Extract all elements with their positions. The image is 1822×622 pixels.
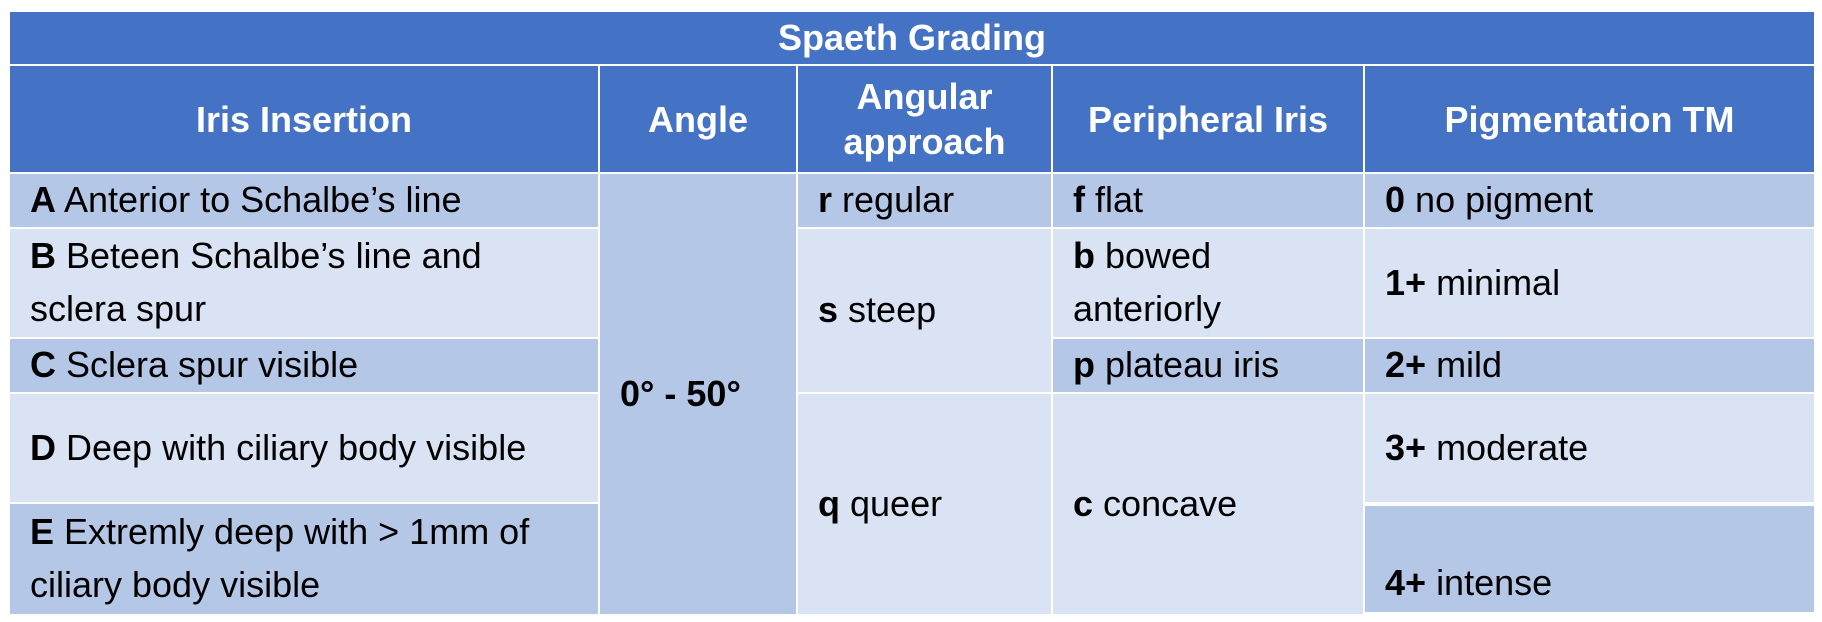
grade-code: r — [818, 179, 833, 221]
iris-insertion-e: E Extremly deep with > 1mm of ciliary bo… — [8, 502, 600, 616]
grade-text: plateau iris — [1105, 344, 1280, 386]
grade-code: p — [1073, 344, 1095, 386]
iris-insertion-a: A Anterior to Schalbe’s line — [8, 172, 600, 229]
grade-code: f — [1073, 179, 1085, 221]
grade-text: concave — [1103, 482, 1238, 524]
iris-insertion-c: C Sclera spur visible — [8, 337, 600, 394]
grade-text: moderate — [1436, 426, 1589, 468]
grade-code: 1+ — [1385, 261, 1427, 303]
pigmentation-3: 3+ moderate — [1362, 392, 1817, 504]
pigmentation-1: 1+ minimal — [1362, 227, 1817, 339]
spaeth-grading-table: Spaeth Grading Iris Insertion Angle Angu… — [7, 10, 1817, 616]
angular-approach-s: s steep — [796, 227, 1053, 394]
iris-insertion-b: B Beteen Schalbe’s line and sclera spur — [8, 227, 600, 339]
grade-text: regular — [842, 179, 955, 221]
table-row: A Anterior to Schalbe’s line 0° - 50° r … — [8, 172, 1817, 616]
angle-value: 0° - 50° — [620, 372, 741, 414]
header-iris-insertion: Iris Insertion — [8, 64, 600, 174]
grade-text: queer — [850, 482, 943, 524]
grade-code: D — [30, 426, 56, 468]
grade-text: Sclera spur visible — [66, 344, 359, 386]
grade-text: minimal — [1436, 261, 1561, 303]
grade-code: 3+ — [1385, 426, 1427, 468]
grade-text: no pigment — [1415, 179, 1594, 221]
grade-text: intense — [1436, 562, 1553, 604]
pigmentation-2: 2+ mild — [1362, 337, 1817, 394]
pigmentation-gap — [1362, 502, 1817, 506]
pigmentation-0: 0 no pigment — [1362, 172, 1817, 229]
table-row: E Extremly deep with > 1mm of ciliary bo… — [8, 502, 1817, 616]
title-row: Spaeth Grading — [7, 10, 1817, 66]
grade-code: c — [1073, 482, 1094, 524]
angle-value-cell: 0° - 50° — [598, 172, 798, 616]
header-angle: Angle — [598, 64, 798, 174]
table-title: Spaeth Grading — [7, 10, 1817, 66]
grade-code: A — [30, 179, 56, 221]
grade-code: B — [30, 235, 56, 277]
peripheral-iris-b: b bowed anteriorly — [1051, 227, 1365, 339]
grade-code: 4+ — [1385, 562, 1427, 604]
header-row: Iris Insertion Angle Angular approach Pe… — [8, 64, 1817, 174]
table-row — [9, 612, 1817, 616]
pigmentation-4: 4+ intense — [1362, 504, 1817, 614]
grade-text: Anterior to Schalbe’s line — [64, 179, 462, 221]
grade-code: 0 — [1385, 179, 1406, 221]
table-row: 4+ intense — [9, 504, 1817, 614]
angular-approach-r: r regular — [796, 172, 1053, 229]
grade-text: Beteen Schalbe’s line and sclera spur — [30, 235, 482, 329]
grade-text: mild — [1436, 344, 1503, 386]
angular-approach-q: q queer — [796, 392, 1053, 616]
header-pigmentation: Pigmentation TM — [1362, 64, 1817, 174]
grade-text: Deep with ciliary body visible — [66, 426, 527, 468]
iris-insertion-d: D Deep with ciliary body visible — [8, 392, 600, 504]
grade-code: s — [818, 289, 839, 331]
pigmentation-bottom — [1362, 612, 1817, 616]
grade-code: C — [30, 344, 56, 386]
table-row: D Deep with ciliary body visible q queer… — [8, 392, 1817, 616]
grade-code: 2+ — [1385, 344, 1427, 386]
grade-code: q — [818, 482, 840, 524]
grade-text: flat — [1095, 179, 1144, 221]
table-row: B Beteen Schalbe’s line and sclera spur … — [8, 227, 1817, 394]
grade-code: E — [30, 511, 55, 553]
table-row: C Sclera spur visible p plateau iris 2+ … — [8, 337, 1817, 394]
header-angular-approach: Angular approach — [796, 64, 1053, 174]
peripheral-iris-f: f flat — [1051, 172, 1365, 229]
grade-text: steep — [848, 289, 937, 331]
header-peripheral-iris: Peripheral Iris — [1051, 64, 1365, 174]
grade-text: bowed anteriorly — [1073, 235, 1222, 329]
grade-text: Extremly deep with > 1mm of ciliary body… — [30, 511, 530, 605]
peripheral-iris-p: p plateau iris — [1051, 337, 1365, 394]
peripheral-iris-c: c concave — [1051, 392, 1365, 616]
grade-code: b — [1073, 235, 1095, 277]
